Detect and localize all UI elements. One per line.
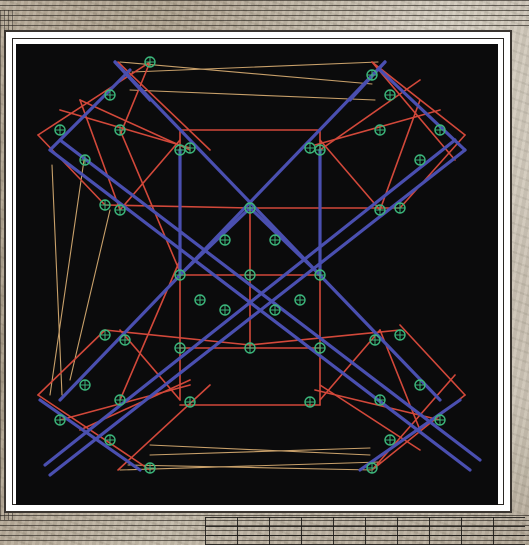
graph-node bbox=[435, 415, 445, 425]
graph-node bbox=[370, 335, 380, 345]
graph-node bbox=[245, 343, 255, 353]
graph-edge-secondary bbox=[320, 140, 380, 210]
graph-node bbox=[305, 397, 315, 407]
graph-node bbox=[375, 395, 385, 405]
top-ruled-lines bbox=[0, 0, 529, 30]
graph-node bbox=[100, 200, 110, 210]
graph-node bbox=[145, 463, 155, 473]
graph-edge-tertiary bbox=[132, 62, 378, 72]
graph-node bbox=[80, 380, 90, 390]
graph-edge-secondary bbox=[372, 62, 455, 160]
graph-node bbox=[385, 435, 395, 445]
graph-node bbox=[120, 335, 130, 345]
graph-node bbox=[385, 90, 395, 100]
graph-edge-primary bbox=[40, 400, 140, 470]
graph-node bbox=[105, 90, 115, 100]
graph-node bbox=[375, 205, 385, 215]
graph-node bbox=[270, 235, 280, 245]
graph-node bbox=[80, 155, 90, 165]
graph-edge-primary bbox=[45, 140, 455, 465]
graph-node bbox=[245, 270, 255, 280]
graph-node bbox=[115, 205, 125, 215]
graph-edge-primary bbox=[380, 70, 465, 150]
graph-node bbox=[115, 125, 125, 135]
graph-edge-secondary bbox=[400, 325, 465, 395]
graph-node bbox=[395, 330, 405, 340]
graph-node bbox=[55, 125, 65, 135]
graph-node bbox=[55, 415, 65, 425]
graph-node bbox=[175, 270, 185, 280]
graph-edge-secondary bbox=[38, 135, 105, 205]
bottom-grid-lines bbox=[205, 517, 525, 545]
graph-node bbox=[175, 145, 185, 155]
graph-node bbox=[185, 143, 195, 153]
graph-node bbox=[415, 380, 425, 390]
graph-node bbox=[175, 343, 185, 353]
graph-node bbox=[220, 305, 230, 315]
graph-edge-primary bbox=[180, 208, 250, 275]
graph-node bbox=[185, 397, 195, 407]
graph-node bbox=[100, 330, 110, 340]
graph-edge-tertiary bbox=[50, 160, 84, 395]
graph-node bbox=[315, 270, 325, 280]
graph-node bbox=[105, 435, 115, 445]
graph-node bbox=[195, 295, 205, 305]
graph-node bbox=[375, 125, 385, 135]
graph-drawing bbox=[16, 44, 498, 505]
graph-node bbox=[395, 203, 405, 213]
graph-node bbox=[367, 70, 377, 80]
graph-edge-primary bbox=[250, 208, 320, 275]
graph-node bbox=[367, 463, 377, 473]
graph-node bbox=[220, 235, 230, 245]
graph-edge-tertiary bbox=[52, 165, 62, 395]
graph-edge-primary bbox=[350, 62, 385, 100]
graph-edge-secondary bbox=[400, 135, 465, 208]
graph-node bbox=[305, 143, 315, 153]
graph-canvas bbox=[16, 44, 498, 505]
graph-node bbox=[295, 295, 305, 305]
graph-edge-primary bbox=[115, 62, 440, 400]
graph-node bbox=[115, 395, 125, 405]
graph-node bbox=[315, 343, 325, 353]
graph-edge-tertiary bbox=[130, 90, 375, 100]
graph-edge-tertiary bbox=[120, 62, 372, 84]
graph-node bbox=[145, 57, 155, 67]
graph-node bbox=[270, 305, 280, 315]
graph-node bbox=[245, 203, 255, 213]
graph-edge-secondary bbox=[372, 375, 455, 470]
graph-node bbox=[415, 155, 425, 165]
graph-node bbox=[315, 145, 325, 155]
graph-node bbox=[435, 125, 445, 135]
